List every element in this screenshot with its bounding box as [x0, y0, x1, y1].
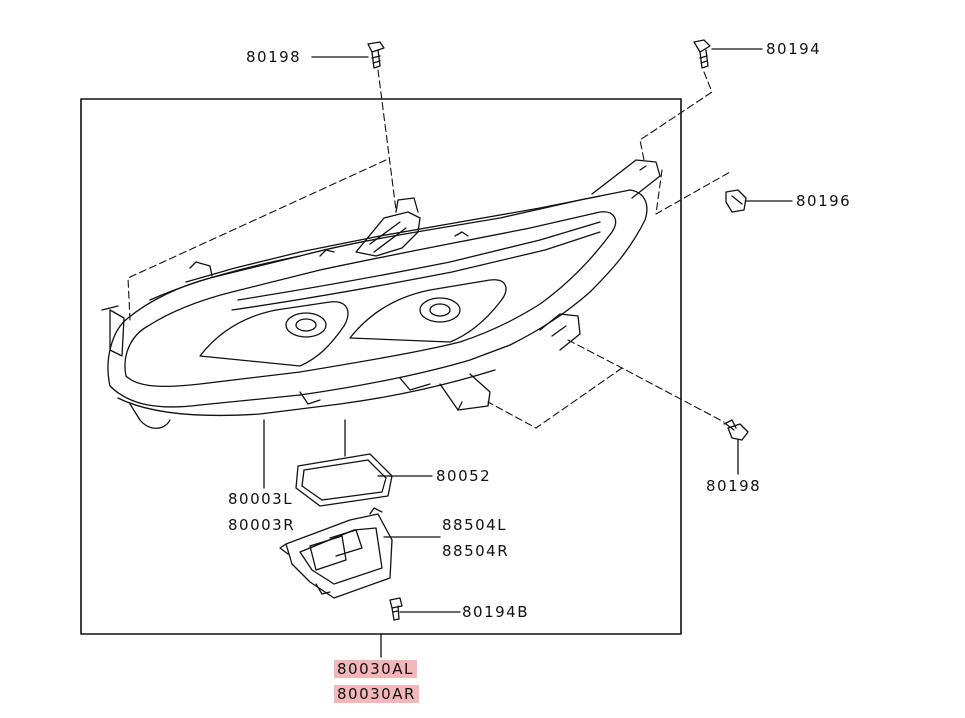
- gasket-drawing: [295, 453, 393, 507]
- label-bolt-top-right: 80194: [766, 40, 822, 58]
- label-lamp-left: 80003L: [228, 490, 294, 508]
- label-module-right: 88504R: [442, 542, 510, 560]
- clip-right: [725, 189, 747, 213]
- label-module-screw: 80194B: [462, 603, 530, 621]
- headlamp-housing: [101, 159, 661, 429]
- label-lamp-right: 80003R: [228, 516, 296, 534]
- label-module-left: 88504L: [442, 516, 508, 534]
- led-module-drawing: [279, 507, 393, 599]
- label-assembly-right: 80030AR: [334, 685, 419, 703]
- label-clip-right: 80196: [796, 192, 852, 210]
- assembly-frame: [80, 98, 682, 635]
- label-gasket: 80052: [436, 467, 492, 485]
- bolt-top-right: [693, 39, 711, 69]
- label-assembly-left: 80030AL: [334, 660, 417, 678]
- label-bolt-top-center: 80198: [246, 48, 302, 66]
- module-screw: [389, 597, 403, 621]
- bolt-lower-right: [723, 419, 749, 441]
- bolt-top-center: [367, 41, 385, 69]
- label-bolt-lower-right: 80198: [706, 477, 762, 495]
